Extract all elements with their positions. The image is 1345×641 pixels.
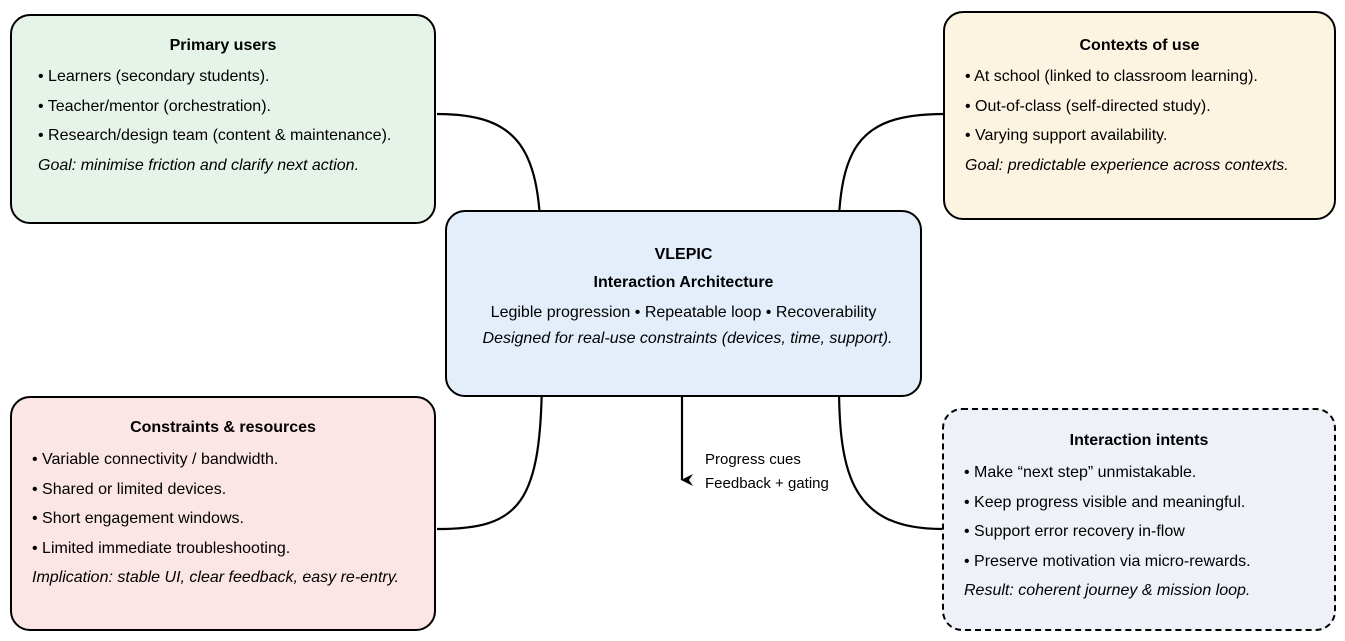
list-item: • Support error recovery in-flow: [964, 523, 1185, 540]
primary-users-list: • Learners (secondary students). • Teach…: [38, 67, 434, 146]
list-item: • Research/design team (content & mainte…: [38, 127, 392, 144]
center-note: Designed for real-use constraints (devic…: [482, 330, 893, 347]
primary-users-box: Primary users • Learners (secondary stud…: [10, 14, 436, 224]
primary-users-goal: Goal: minimise friction and clarify next…: [38, 156, 360, 174]
list-item: • Variable connectivity / bandwidth.: [32, 451, 279, 468]
contexts-of-use-title: Contexts of use: [1079, 37, 1200, 54]
list-item: • Varying support availability.: [965, 127, 1168, 144]
constraints-list: • Variable connectivity / bandwidth. • S…: [32, 450, 434, 559]
intents-title: Interaction intents: [1069, 432, 1209, 449]
center-subtitle: Legible progression • Repeatable loop • …: [490, 304, 877, 321]
constraints-implication: Implication: stable UI, clear feedback, …: [32, 569, 399, 586]
list-item: • Make “next step” unmistakable.: [964, 464, 1197, 481]
list-item: • Limited immediate troubleshooting.: [32, 539, 291, 557]
intents-list: • Make “next step” unmistakable. • Keep …: [964, 463, 1334, 572]
arrow-intents-to-center: [827, 363, 943, 531]
arrow-constraints-to-center: [436, 363, 544, 531]
progress-cues-label: Progress cues: [705, 451, 801, 468]
intents-result: Result: coherent journey & mission loop.: [964, 582, 1251, 599]
list-item: • Teacher/mentor (orchestration).: [38, 97, 271, 115]
contexts-of-use-goal: Goal: predictable experience across cont…: [965, 156, 1289, 174]
center-title-line2: Interaction Architecture: [593, 274, 774, 291]
list-item: • At school (linked to classroom learnin…: [965, 68, 1258, 85]
interaction-intents-box: Interaction intents • Make “next step” u…: [942, 408, 1336, 631]
list-item: • Preserve motivation via micro-rewards.: [964, 552, 1251, 570]
contexts-of-use-list: • At school (linked to classroom learnin…: [965, 67, 1334, 146]
contexts-of-use-box: Contexts of use • At school (linked to c…: [943, 11, 1336, 220]
constraints-resources-box: Constraints & resources • Variable conne…: [10, 396, 436, 631]
center-title-line1: VLEPIC: [654, 246, 713, 263]
constraints-title: Constraints & resources: [130, 419, 316, 436]
list-item: • Shared or limited devices.: [32, 480, 227, 498]
list-item: • Keep progress visible and meaningful.: [964, 493, 1246, 511]
list-item: • Out-of-class (self-directed study).: [965, 97, 1211, 115]
list-item: • Short engagement windows.: [32, 510, 244, 527]
interaction-architecture-box: VLEPIC Interaction Architecture Legible …: [445, 210, 922, 397]
primary-users-title: Primary users: [169, 37, 277, 54]
list-item: • Learners (secondary students).: [38, 68, 270, 85]
feedback-gating-label: Feedback + gating: [705, 475, 829, 492]
